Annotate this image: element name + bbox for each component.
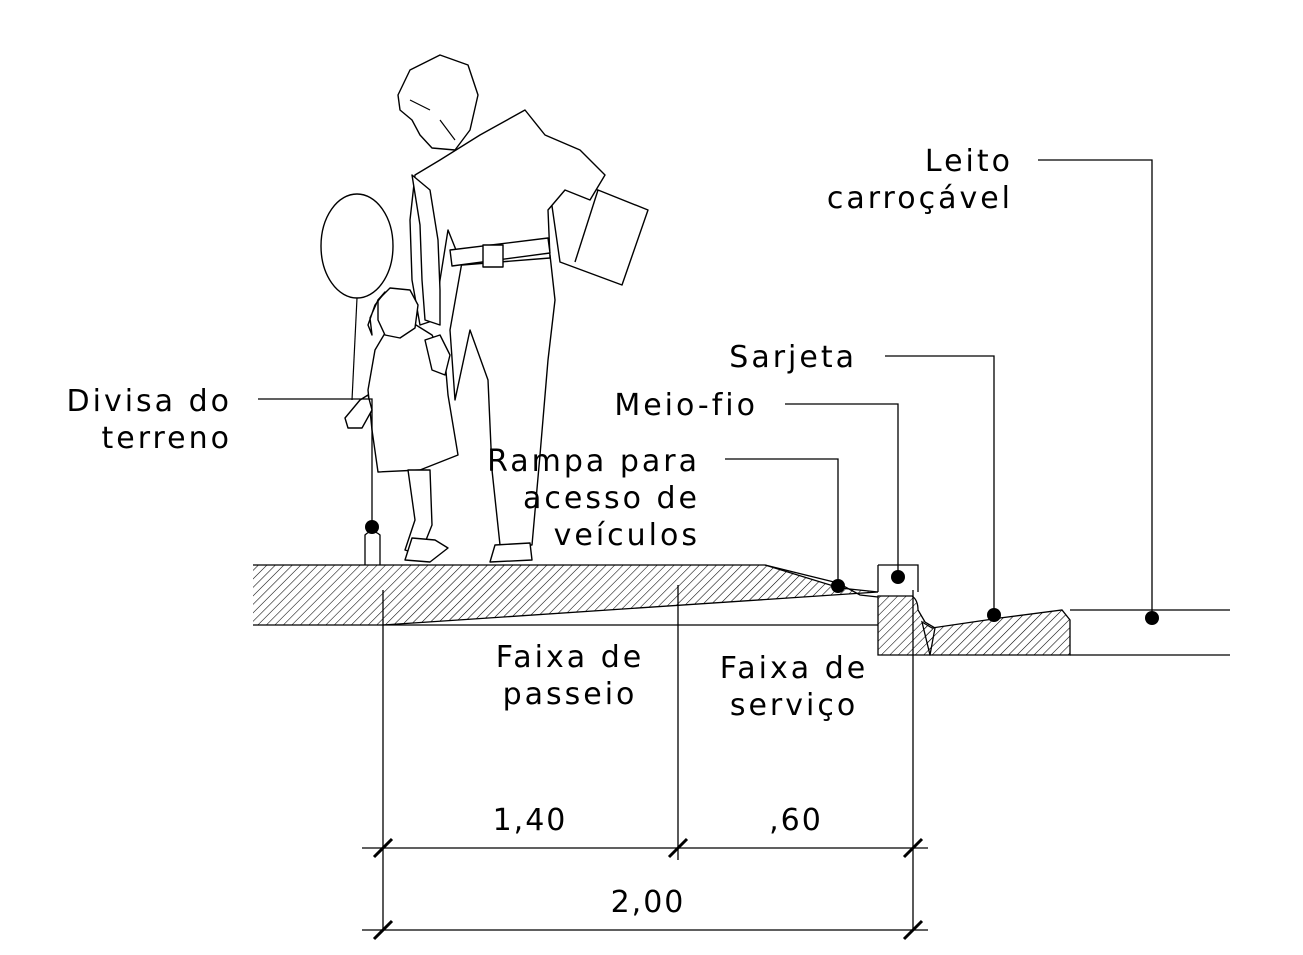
dimension-passeio: 1,40 xyxy=(493,803,568,838)
label-divisa-line1: Divisa do xyxy=(67,384,232,419)
label-leito-line1: Leito xyxy=(925,144,1013,179)
label-faixa-passeio-line1: Faixa de xyxy=(496,640,644,675)
sidewalk-section xyxy=(253,530,1230,656)
labels: Leito carroçável Sarjeta Meio-fio Rampa … xyxy=(67,144,1013,920)
label-faixa-servico-line2: serviço xyxy=(730,688,858,723)
label-sarjeta: Sarjeta xyxy=(729,340,857,375)
dimensions xyxy=(362,585,928,941)
dimension-total: 2,00 xyxy=(611,885,686,920)
dimension-servico: ,60 xyxy=(769,803,823,838)
label-leito-line2: carroçável xyxy=(827,181,1013,216)
gutter xyxy=(921,609,1071,656)
child-figure xyxy=(344,287,459,563)
balloon xyxy=(320,193,394,401)
leaders xyxy=(258,159,1159,625)
label-rampa-line2: acesso de xyxy=(523,481,700,516)
pedestrian-figures xyxy=(320,54,649,563)
adult-figure xyxy=(397,54,649,563)
label-meio-fio: Meio-fio xyxy=(614,388,758,423)
label-faixa-passeio-line2: passeio xyxy=(503,677,638,712)
label-rampa-line3: veículos xyxy=(554,518,700,553)
label-divisa-line2: terreno xyxy=(101,421,232,456)
label-faixa-servico-line1: Faixa de xyxy=(720,651,868,686)
label-rampa-line1: Rampa para xyxy=(487,444,700,479)
